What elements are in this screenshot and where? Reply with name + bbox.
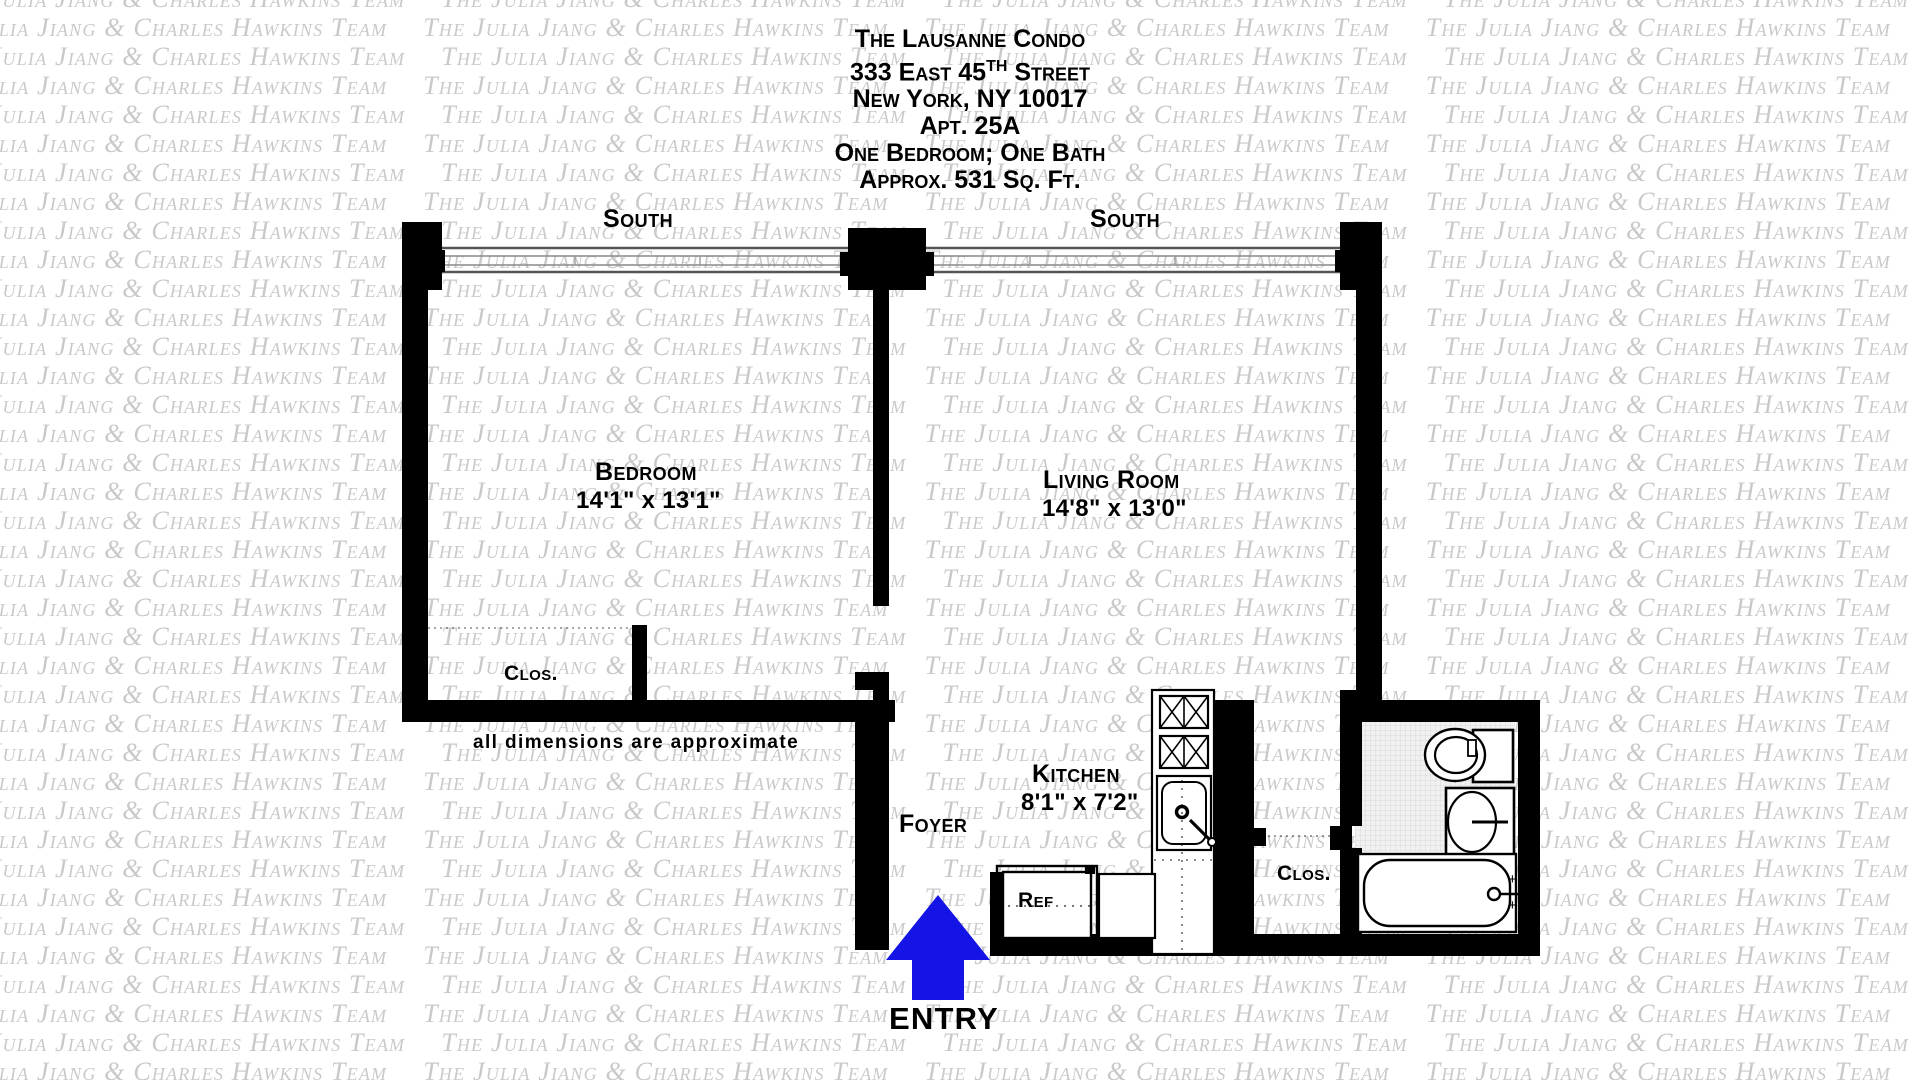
wall-hall-closet-jamb-left bbox=[1246, 828, 1266, 846]
wall-closet-bedroom-right bbox=[632, 625, 647, 703]
title-street-address: 333 East 45TH Street bbox=[760, 53, 1180, 86]
wall-bathroom-west-lower bbox=[1340, 848, 1362, 956]
wall-pier-center bbox=[848, 228, 926, 290]
title-block: The Lausanne Condo 333 East 45TH Street … bbox=[760, 26, 1180, 194]
compass-label-south-right: South bbox=[1090, 205, 1161, 233]
svg-text:+: + bbox=[1508, 871, 1517, 888]
title-street-post: Street bbox=[1007, 58, 1091, 87]
room-label-closet-hall: Clos. bbox=[1277, 862, 1331, 885]
room-dimensions-living-room: 14'8" x 13'0" bbox=[1042, 495, 1187, 522]
wall-bathroom-east bbox=[1518, 700, 1540, 956]
room-dimensions-kitchen: 8'1" x 7'2" bbox=[1021, 789, 1139, 816]
room-label-foyer: Foyer bbox=[899, 810, 968, 838]
wall-hall-closet-south bbox=[1232, 934, 1352, 956]
wall-bathroom-door-jamb bbox=[1330, 826, 1352, 850]
title-bed-bath: One Bedroom; One Bath bbox=[834, 139, 1106, 168]
kitchen-counter-run bbox=[1150, 688, 1217, 956]
kitchen-base-cabinet bbox=[1097, 872, 1157, 940]
wall-exterior-east bbox=[1356, 288, 1382, 708]
wall-pier-top-left-nub bbox=[427, 250, 445, 272]
note-dimensions-approximate: all dimensions are approximate bbox=[473, 732, 800, 753]
wall-pier-top-right-nub bbox=[1335, 250, 1353, 272]
title-street-pre: 333 East 45 bbox=[849, 58, 987, 87]
room-label-closet-bedroom: Clos. bbox=[504, 662, 558, 685]
bathtub: + + bbox=[1356, 852, 1518, 934]
wall-bathroom-north bbox=[1340, 700, 1540, 722]
title-city-state-zip: New York, NY 10017 bbox=[852, 85, 1088, 114]
toilet bbox=[1423, 727, 1515, 784]
bathroom-sink bbox=[1444, 786, 1516, 858]
wall-kitchen-east bbox=[1214, 700, 1238, 956]
room-label-living-room: Living Room bbox=[1043, 466, 1180, 494]
wall-bedroom-south bbox=[402, 700, 888, 722]
entry-arrow bbox=[886, 895, 990, 1000]
title-square-feet: Approx. 531 Sq. Ft. bbox=[859, 166, 1081, 195]
wall-bathroom-south bbox=[1340, 934, 1540, 956]
refrigerator bbox=[995, 864, 1099, 944]
room-label-bedroom: Bedroom bbox=[595, 458, 697, 486]
wall-pier-center-nub-right bbox=[922, 252, 934, 276]
wall-pier-center-nub-left bbox=[840, 252, 852, 276]
wall-foyer-corner bbox=[855, 700, 895, 722]
entry-label: ENTRY bbox=[889, 1001, 999, 1036]
wall-bathroom-west bbox=[1340, 700, 1362, 826]
room-label-kitchen: Kitchen bbox=[1032, 760, 1120, 788]
svg-text:+: + bbox=[1508, 897, 1517, 914]
fixture-label-refrigerator: Ref bbox=[1018, 889, 1054, 912]
room-dimensions-bedroom: 14'1" x 13'1" bbox=[576, 487, 721, 514]
wall-hall-north bbox=[855, 672, 889, 690]
compass-label-south-left: South bbox=[603, 205, 674, 233]
wall-partition-center bbox=[873, 288, 889, 606]
title-condo-name: The Lausanne Condo bbox=[854, 25, 1086, 53]
wall-foyer-west bbox=[855, 700, 877, 950]
title-apartment: Apt. 25A bbox=[919, 112, 1021, 141]
wall-exterior-west bbox=[402, 222, 428, 710]
title-street-suffix: TH bbox=[986, 58, 1008, 75]
